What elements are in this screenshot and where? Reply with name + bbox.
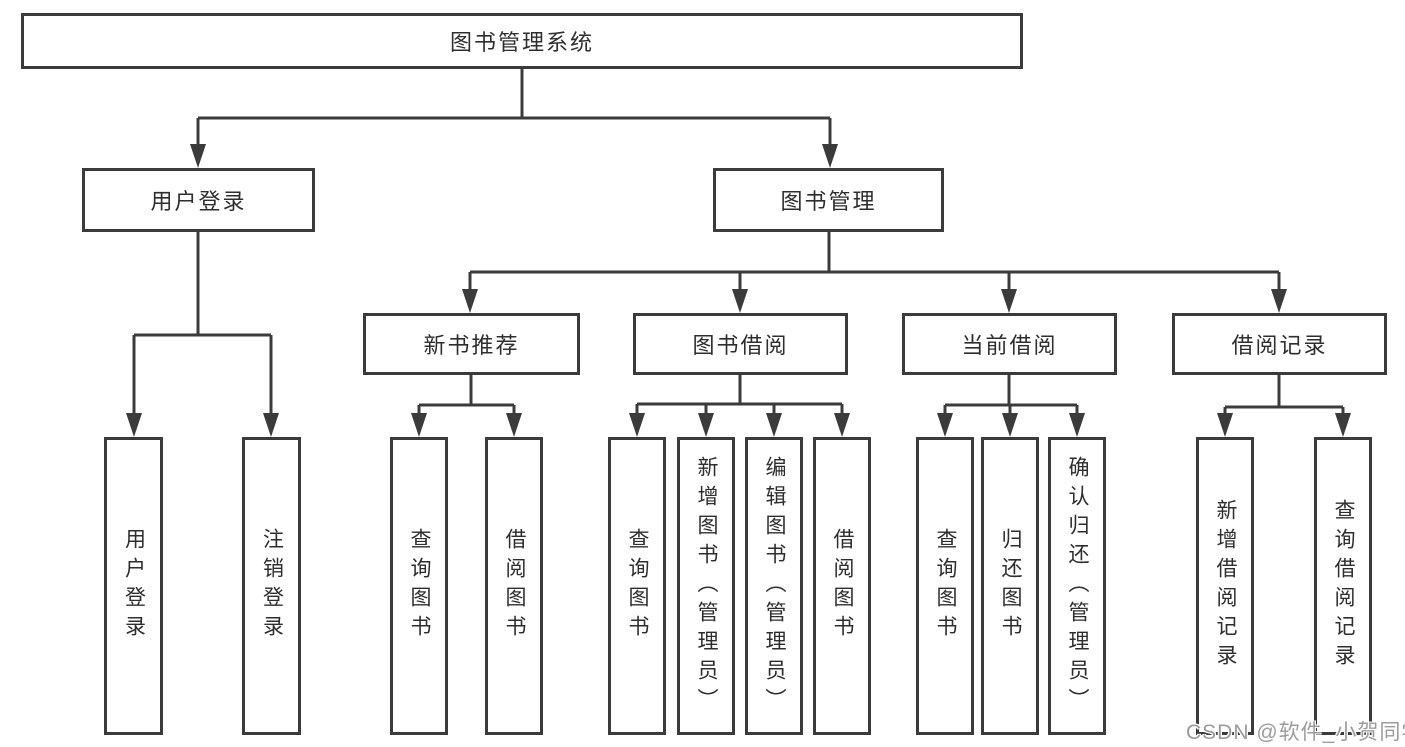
arrow-down-icon	[698, 413, 714, 437]
node-current-borrowing: 当前借阅	[902, 313, 1117, 375]
node-label: 借阅图书	[503, 528, 526, 644]
leaf-logout: 注销登录	[242, 437, 301, 735]
connector-current-to-leaves	[943, 375, 1079, 415]
node-book-borrowing: 图书借阅	[633, 313, 848, 375]
arrow-down-icon	[1002, 413, 1018, 437]
connector-userlogin-to-leaves	[132, 232, 273, 415]
node-book-management: 图书管理	[713, 168, 944, 232]
arrow-down-icon	[1069, 413, 1085, 437]
connector-borrow-to-leaves	[635, 375, 844, 415]
arrow-down-icon	[1217, 413, 1233, 437]
leaf-edit-book-admin: 编辑图书（管理员）	[745, 437, 803, 735]
arrow-down-icon	[506, 413, 522, 437]
arrow-down-icon	[732, 289, 748, 313]
node-library-system: 图书管理系统	[21, 13, 1023, 69]
node-label: 借阅记录	[1231, 333, 1328, 358]
leaf-query-books-current: 查询图书	[916, 437, 974, 735]
leaf-user-login: 用户登录	[104, 437, 163, 735]
connector-newbook-to-leaves	[417, 375, 516, 415]
node-label: 查询图书	[408, 528, 431, 644]
leaf-add-borrow-record: 新增借阅记录	[1196, 437, 1254, 735]
leaf-confirm-return-admin: 确认归还（管理员）	[1048, 437, 1106, 735]
leaf-query-books-borrow: 查询图书	[608, 437, 666, 735]
connector-root-to-level2	[196, 69, 832, 146]
arrow-down-icon	[1335, 413, 1351, 437]
arrow-down-icon	[822, 144, 838, 168]
node-user-login-group: 用户登录	[82, 168, 315, 232]
node-label: 用户登录	[122, 528, 146, 644]
arrow-down-icon	[263, 413, 279, 437]
leaf-query-books-recommend: 查询图书	[390, 437, 448, 735]
arrow-down-icon	[629, 413, 645, 437]
arrow-down-icon	[190, 144, 206, 168]
node-label: 图书管理	[780, 189, 877, 214]
node-label: 用户登录	[150, 189, 247, 214]
leaf-return-books: 归还图书	[981, 437, 1039, 735]
arrow-down-icon	[411, 413, 427, 437]
arrow-down-icon	[766, 413, 782, 437]
node-label: 新增图书（管理员）	[695, 455, 718, 717]
leaf-add-book-admin: 新增图书（管理员）	[677, 437, 735, 735]
node-label: 当前借阅	[961, 333, 1058, 358]
node-new-book-recommend: 新书推荐	[363, 313, 580, 375]
node-label: 确认归还（管理员）	[1066, 455, 1089, 717]
arrow-down-icon	[126, 413, 142, 437]
arrow-down-icon	[1271, 289, 1287, 313]
node-label: 查询图书	[626, 528, 649, 644]
node-label: 新书推荐	[423, 333, 520, 358]
node-borrowing-records: 借阅记录	[1172, 313, 1387, 375]
node-label: 借阅图书	[831, 528, 854, 644]
leaf-borrow-books: 借阅图书	[813, 437, 871, 735]
arrow-down-icon	[1001, 289, 1017, 313]
connector-bookmgmt-to-level3	[468, 232, 1281, 291]
node-label: 注销登录	[260, 528, 284, 644]
arrow-down-icon	[834, 413, 850, 437]
node-label: 图书借阅	[692, 333, 789, 358]
node-label: 归还图书	[999, 528, 1022, 644]
node-label: 编辑图书（管理员）	[763, 455, 786, 717]
node-label: 查询借阅记录	[1332, 499, 1355, 673]
leaf-query-borrow-record: 查询借阅记录	[1314, 437, 1372, 735]
arrow-down-icon	[462, 289, 478, 313]
arrowheads	[126, 144, 1351, 437]
leaf-borrow-books-recommend: 借阅图书	[485, 437, 543, 735]
arrow-down-icon	[937, 413, 953, 437]
node-label: 图书管理系统	[449, 30, 594, 55]
node-label: 新增借阅记录	[1214, 499, 1237, 673]
node-label: 查询图书	[934, 528, 957, 644]
csdn-watermark: CSDN @软件_小贺同学	[1186, 721, 1405, 744]
connector-records-to-leaves	[1223, 375, 1345, 415]
